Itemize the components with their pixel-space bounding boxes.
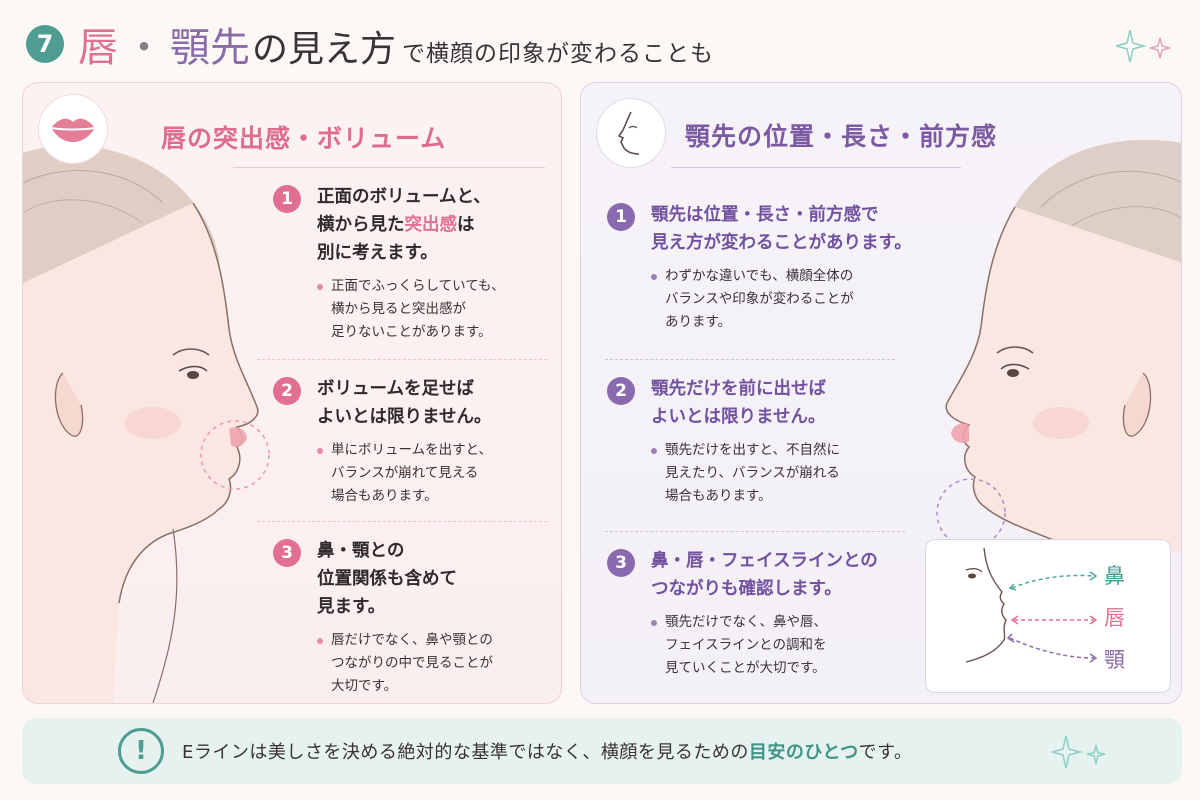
item-number: 3 — [273, 539, 301, 567]
title-dot: ・ — [124, 25, 164, 71]
lip-panel-title: 唇の突出感・ボリューム — [161, 124, 447, 153]
item-body: 顎先だけを出すと、不自然に 見えたり、バランスが崩れる 場合もあります。 — [651, 439, 840, 508]
item-title-line: ボリュームを足せば — [317, 379, 474, 399]
item-title: 鼻・顎との 位置関係も含めて 見ます。 — [317, 537, 457, 621]
item-number: 3 — [607, 549, 635, 577]
item-divider — [257, 359, 547, 360]
lips-icon — [39, 95, 107, 163]
item-body: 正面でふっくらしていても、 横から見ると突出感が 足りないことがあります。 — [317, 275, 505, 344]
lip-panel: 唇の突出感・ボリューム 1 正面のボリュームと、 横から見た突出感は 別に考えま… — [22, 82, 562, 704]
item-divider — [605, 531, 905, 532]
item-title-line: 顎先は位置・長さ・前方感で — [651, 205, 879, 225]
footer-text-part: Eラインは美しさを決める絶対的な基準ではなく、横顔を見るための — [182, 742, 749, 763]
item-title: 顎先だけを前に出せば よいとは限りません。 — [651, 375, 826, 431]
lip-item-1: 1 正面のボリュームと、 横から見た突出感は 別に考えます。 正面でふっくらして… — [273, 183, 505, 344]
title-mid: の見え方 — [252, 29, 397, 70]
profile-connection-diagram: 鼻 唇 顎 — [925, 539, 1171, 693]
item-title-line: 正面のボリュームと、 — [317, 187, 491, 207]
item-body: 唇だけでなく、鼻や顎との つながりの中で見ることが 大切です。 — [317, 629, 493, 698]
item-body: 顎先だけでなく、鼻や唇、 フェイスラインとの調和を 見ていくことが大切です。 — [651, 611, 878, 680]
chin-item-1: 1 顎先は位置・長さ・前方感で 見え方が変わることがあります。 わずかな違いでも… — [607, 201, 912, 334]
chin-panel: 顎先の位置・長さ・前方感 1 顎先は位置・長さ・前方感で 見え方が変わることがあ… — [580, 82, 1182, 704]
item-title-line: 鼻・唇・フェイスラインとの — [651, 551, 878, 571]
section-number-badge: 7 — [26, 25, 64, 63]
item-body-line: 見ていくことが大切です。 — [665, 660, 826, 676]
item-body: わずかな違いでも、横顔全体の バランスや印象が変わることが あります。 — [651, 265, 912, 334]
item-body-line: あります。 — [665, 314, 732, 330]
profile-icon — [597, 99, 665, 167]
woman-profile-illustration — [936, 139, 1181, 553]
woman-profile-illustration — [23, 145, 270, 703]
item-title-line: よいとは限りません。 — [651, 407, 826, 427]
title-sub: で横顔の印象が変わることも — [402, 41, 715, 67]
item-body: 単にボリュームを出すと、 バランスが崩れて見える 場合もあります。 — [317, 439, 492, 508]
lip-item-3: 3 鼻・顎との 位置関係も含めて 見ます。 唇だけでなく、鼻や顎との つながりの… — [273, 537, 493, 698]
item-body-line: フェイスラインとの調和を — [665, 637, 827, 653]
item-title-line: よいとは限りません。 — [317, 407, 492, 427]
item-body-line: 横から見ると突出感が — [331, 301, 466, 317]
item-title-line: 見ます。 — [317, 597, 386, 617]
item-body-line: バランスが崩れて見える — [331, 465, 479, 481]
item-body-line: バランスや印象が変わることが — [665, 291, 854, 307]
label-nose: 鼻 — [1104, 564, 1125, 588]
title-chin: 顎先 — [170, 25, 250, 71]
footer-text-highlight: 目安のひとつ — [748, 742, 859, 763]
item-body-line: 場合もあります。 — [665, 488, 772, 504]
chin-item-2: 2 顎先だけを前に出せば よいとは限りません。 顎先だけを出すと、不自然に 見え… — [607, 375, 840, 508]
item-title-line: 顎先だけを前に出せば — [651, 379, 826, 399]
item-title: ボリュームを足せば よいとは限りません。 — [317, 375, 491, 431]
item-title-part: 横から見た — [317, 215, 405, 235]
item-divider — [257, 521, 547, 522]
chin-panel-title: 顎先の位置・長さ・前方感 — [685, 122, 998, 151]
footer-text: Eラインは美しさを決める絶対的な基準ではなく、横顔を見るための目安のひとつです。 — [182, 738, 912, 764]
item-body-line: 足りないことがあります。 — [331, 324, 492, 340]
footer-text-part: です。 — [858, 742, 913, 763]
item-body-line: 単にボリュームを出すと、 — [331, 442, 493, 458]
item-title-line: 横から見た突出感は — [317, 211, 491, 239]
item-number: 1 — [273, 185, 301, 213]
item-body-line: つながりの中で見ることが — [331, 655, 493, 671]
title-lip: 唇 — [78, 25, 118, 71]
footer-note: ! Eラインは美しさを決める絶対的な基準ではなく、横顔を見るための目安のひとつで… — [22, 718, 1182, 784]
item-number: 2 — [607, 377, 635, 405]
item-title: 顎先は位置・長さ・前方感で 見え方が変わることがあります。 — [651, 201, 912, 257]
item-number: 2 — [273, 377, 301, 405]
item-body-line: わずかな違いでも、横顔全体の — [665, 268, 854, 284]
label-chin: 顎 — [1104, 648, 1125, 672]
title-rule — [671, 167, 961, 168]
item-body-line: 顎先だけを出すと、不自然に — [665, 442, 840, 458]
mini-profile-illustration — [965, 547, 1098, 663]
page-header: 7 唇 ・ 顎先 の見え方 で横顔の印象が変わることも — [26, 16, 714, 72]
item-title-line: 別に考えます。 — [317, 243, 438, 263]
item-title-part: は — [457, 215, 475, 235]
sparkle-icon — [1052, 735, 1106, 769]
item-title-line: 見え方が変わることがあります。 — [651, 233, 912, 253]
exclamation-icon: ! — [118, 728, 164, 774]
item-body-line: 顎先だけでなく、鼻や唇、 — [665, 614, 827, 630]
item-title-line: つながりも確認します。 — [651, 579, 842, 599]
item-title-line: 位置関係も含めて — [317, 569, 457, 589]
item-title: 正面のボリュームと、 横から見た突出感は 別に考えます。 — [317, 183, 491, 267]
sparkle-icon — [1116, 29, 1171, 63]
page-title: 唇 ・ 顎先 の見え方 で横顔の印象が変わることも — [78, 15, 714, 73]
title-rule — [233, 167, 545, 168]
item-number: 1 — [607, 203, 635, 231]
item-divider — [605, 359, 895, 360]
item-title: 鼻・唇・フェイスラインとの つながりも確認します。 — [651, 547, 878, 603]
item-body-line: 大切です。 — [331, 678, 398, 694]
lip-item-2: 2 ボリュームを足せば よいとは限りません。 単にボリュームを出すと、 バランス… — [273, 375, 492, 508]
item-body-line: 正面でふっくらしていても、 — [331, 278, 505, 294]
item-title-highlight: 突出感 — [404, 215, 458, 235]
item-body-line: 見えたり、バランスが崩れる — [665, 465, 840, 481]
item-body-line: 唇だけでなく、鼻や顎との — [331, 632, 493, 648]
chin-item-3: 3 鼻・唇・フェイスラインとの つながりも確認します。 顎先だけでなく、鼻や唇、… — [607, 547, 878, 680]
label-lip: 唇 — [1104, 606, 1125, 630]
item-body-line: 場合もあります。 — [331, 488, 438, 504]
item-title-line: 鼻・顎との — [317, 541, 405, 561]
